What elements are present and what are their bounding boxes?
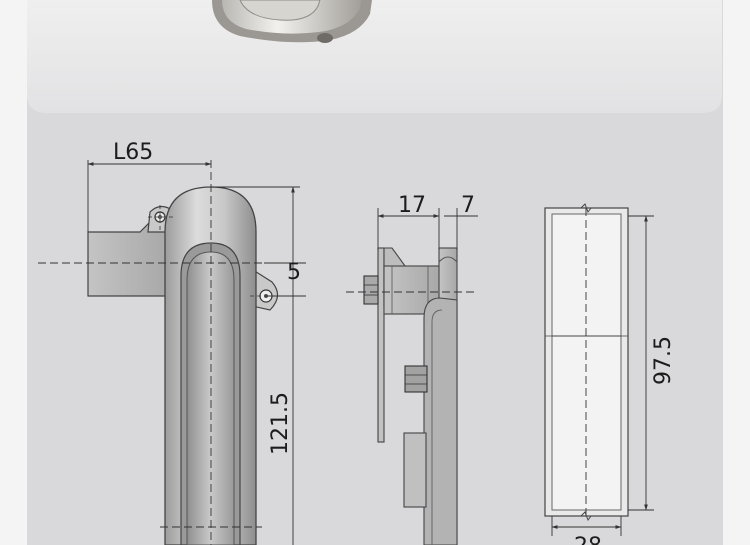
handle-grip [186, 251, 235, 545]
dim-label-width: L65 [113, 140, 153, 165]
dim-label-plate: 7 [461, 193, 475, 218]
shaft-nut [363, 275, 379, 305]
latch-tongue [403, 432, 427, 508]
dim-label-offset: 5 [287, 260, 301, 285]
product-photo [27, 0, 722, 113]
latch-handle-photo [212, 0, 372, 43]
dim-label-height: 121.5 [268, 392, 293, 455]
front-view: L65 121.5 5 [38, 140, 306, 545]
dim-label-end-height: 97.5 [651, 336, 676, 385]
side-mounting-plate [377, 247, 385, 443]
hex-nut [404, 365, 428, 393]
side-view: 17 7 [346, 193, 478, 545]
handle-profile [423, 297, 458, 545]
end-view: 97.5 28 [544, 203, 676, 545]
dim-label-end-width: 28 [574, 534, 602, 545]
dim-label-depth: 17 [398, 193, 426, 218]
